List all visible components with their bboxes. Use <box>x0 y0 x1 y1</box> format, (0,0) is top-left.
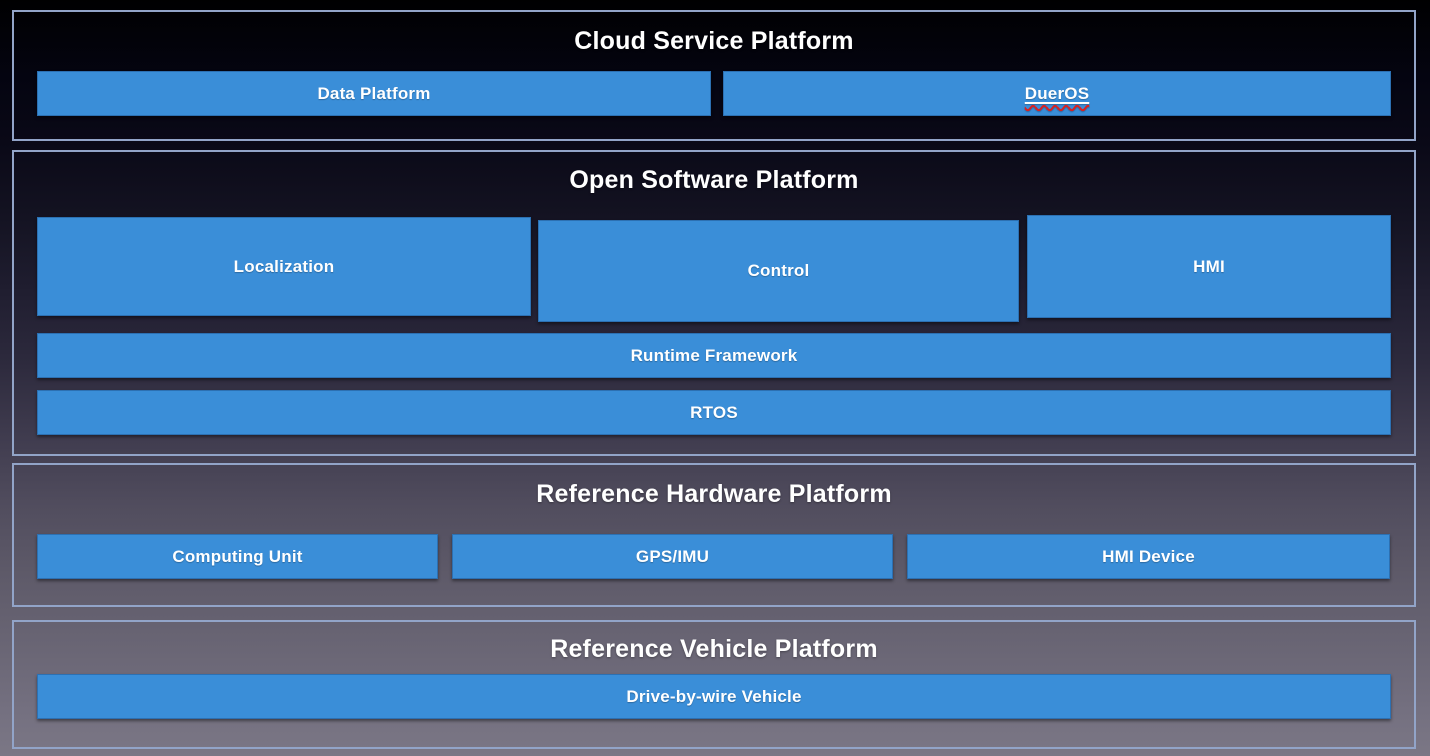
data-platform-label: Data Platform <box>317 83 431 103</box>
section-cloud-service-platform: Cloud Service Platform Data Platform Due… <box>12 10 1416 141</box>
vehicle-boxes-row: Drive-by-wire Vehicle <box>37 674 1391 719</box>
section-reference-vehicle-platform: Reference Vehicle Platform Drive-by-wire… <box>12 620 1416 749</box>
control-label: Control <box>747 261 810 280</box>
dueros-spellcheck-underline: DuerOS <box>1025 84 1090 104</box>
box-rtos: RTOS <box>37 390 1391 435</box>
drive-by-wire-label: Drive-by-wire Vehicle <box>626 686 802 706</box>
box-drive-by-wire-vehicle: Drive-by-wire Vehicle <box>37 674 1391 719</box>
box-dueros: DuerOS <box>723 71 1391 116</box>
hmi-device-label: HMI Device <box>1102 546 1195 566</box>
section-open-software-platform: Open Software Platform Localization Cont… <box>12 150 1416 456</box>
software-section-title: Open Software Platform <box>569 166 859 194</box>
hardware-section-title: Reference Hardware Platform <box>536 480 892 508</box>
runtime-framework-label: Runtime Framework <box>630 345 798 365</box>
box-data-platform: Data Platform <box>37 71 711 116</box>
localization-label: Localization <box>233 256 335 276</box>
dueros-link[interactable]: DuerOS <box>1024 83 1090 103</box>
vehicle-section-title: Reference Vehicle Platform <box>550 635 878 663</box>
software-modules-row: Localization Control HMI <box>37 215 1391 322</box>
box-localization: Localization <box>37 217 531 316</box>
hardware-boxes-row: Computing Unit GPS/IMU HMI Device <box>37 534 1391 579</box>
gps-imu-label: GPS/IMU <box>635 546 710 566</box>
box-hmi-device: HMI Device <box>907 534 1390 579</box>
cloud-boxes-row: Data Platform DuerOS <box>37 71 1391 116</box>
box-runtime-framework: Runtime Framework <box>37 333 1391 378</box>
cloud-section-title: Cloud Service Platform <box>574 27 854 55</box>
hmi-label: HMI <box>1193 256 1225 276</box>
box-gps-imu: GPS/IMU <box>452 534 893 579</box>
box-control: Control <box>538 220 1019 322</box>
box-computing-unit: Computing Unit <box>37 534 438 579</box>
computing-unit-label: Computing Unit <box>172 546 303 566</box>
box-hmi: HMI <box>1027 215 1391 318</box>
rtos-label: RTOS <box>690 402 738 422</box>
section-reference-hardware-platform: Reference Hardware Platform Computing Un… <box>12 463 1416 607</box>
